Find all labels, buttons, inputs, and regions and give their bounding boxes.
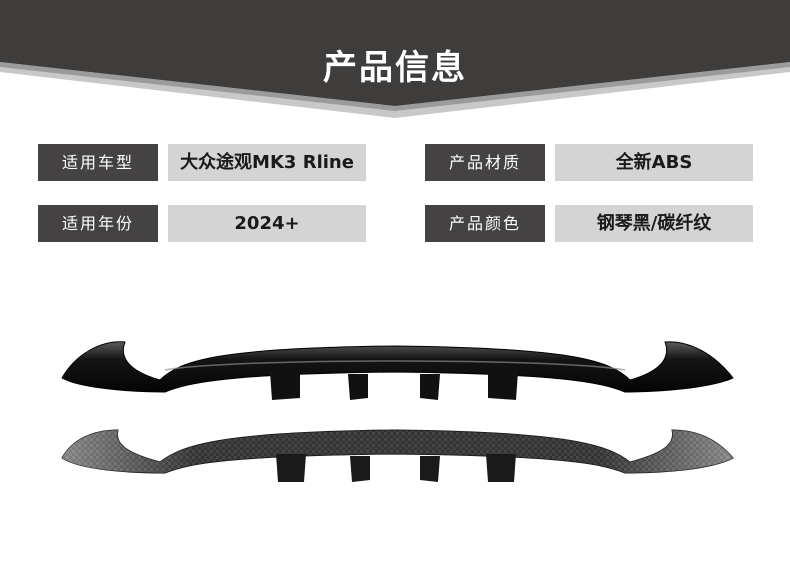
banner-graphic	[0, 0, 790, 118]
piano-black-diffuser	[61, 341, 734, 400]
product-photo	[0, 300, 790, 540]
spec-row-year: 适用年份 2024+	[38, 205, 368, 242]
carbon-fiber-diffuser	[61, 429, 734, 482]
spec-value: 钢琴黑/碳纤纹	[555, 205, 753, 242]
spec-label: 产品颜色	[425, 205, 545, 242]
spec-value: 2024+	[168, 205, 366, 242]
header-banner: 产品信息	[0, 0, 790, 125]
spec-row-color: 产品颜色 钢琴黑/碳纤纹	[425, 205, 755, 242]
spec-label: 适用年份	[38, 205, 158, 242]
spec-value: 大众途观MK3 Rline	[168, 144, 366, 181]
page-title: 产品信息	[323, 48, 467, 88]
spec-value: 全新ABS	[555, 144, 753, 181]
spec-row-material: 产品材质 全新ABS	[425, 144, 755, 181]
spec-label: 适用车型	[38, 144, 158, 181]
spec-label: 产品材质	[425, 144, 545, 181]
spec-row-vehicle: 适用车型 大众途观MK3 Rline	[38, 144, 368, 181]
